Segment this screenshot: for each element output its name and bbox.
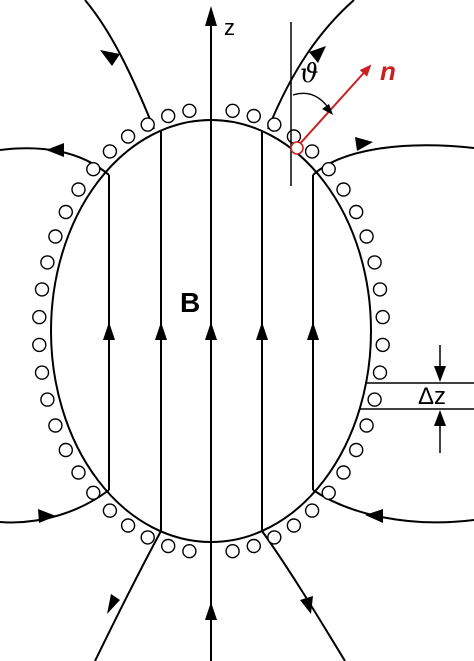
winding-circle xyxy=(120,129,136,144)
field-line-top-left xyxy=(84,0,155,130)
angle-arc-arrowhead xyxy=(322,104,333,115)
winding-circle xyxy=(34,282,50,297)
winding-circle xyxy=(86,161,101,177)
angle-label: ϑ xyxy=(300,59,319,89)
winding-circle xyxy=(102,144,118,159)
winding-circle xyxy=(32,309,47,325)
field-line-lower-right xyxy=(312,489,474,524)
winding-circle xyxy=(246,538,262,554)
arrowhead-top-right xyxy=(309,46,326,63)
z-axis-bottom-arrowhead xyxy=(205,602,217,620)
winding-circle xyxy=(367,255,382,270)
winding-circle xyxy=(321,485,336,500)
winding-circle xyxy=(375,337,390,353)
winding-circle xyxy=(160,538,176,554)
arrowhead-bottom-left xyxy=(107,594,120,614)
z-axis-label: z xyxy=(224,15,235,40)
normal-label: n xyxy=(380,56,396,86)
winding-circle xyxy=(304,503,320,518)
winding-circle xyxy=(336,182,351,197)
winding-circle xyxy=(286,518,302,533)
winding-circle xyxy=(225,103,240,119)
winding-circle xyxy=(359,418,374,433)
normal-origin-winding xyxy=(290,141,304,155)
winding-circle xyxy=(359,229,374,244)
winding-circle xyxy=(48,229,63,244)
arrowhead-upper-right xyxy=(355,137,373,151)
winding-circle xyxy=(102,503,118,518)
winding-circle xyxy=(286,129,302,144)
field-line-bottom-left xyxy=(94,530,162,661)
field-line-bottom-right xyxy=(261,530,346,661)
winding-circle xyxy=(140,530,155,545)
internal-arrowheads xyxy=(103,322,319,340)
arrowhead-x313 xyxy=(307,322,319,340)
winding-circle xyxy=(304,144,320,159)
arrowhead-x262 xyxy=(256,322,268,340)
arrowhead-x109 xyxy=(103,322,115,340)
winding-circle xyxy=(336,465,351,480)
winding-circle xyxy=(267,530,282,545)
external-arrowheads xyxy=(38,46,383,614)
winding-circle xyxy=(58,442,74,458)
winding-circle xyxy=(34,365,50,380)
coil-windings xyxy=(32,103,390,559)
winding-circle xyxy=(71,465,86,480)
arrowhead-lower-right xyxy=(365,509,383,523)
winding-circle xyxy=(267,117,282,132)
winding-circle xyxy=(225,544,240,559)
winding-circle xyxy=(140,117,155,132)
arrowhead-bottom-right xyxy=(300,596,313,614)
field-line-upper-right xyxy=(312,144,474,176)
arrowhead-upper-left xyxy=(46,143,64,157)
dz-lower-arrowhead xyxy=(434,410,446,426)
winding-circle xyxy=(372,365,388,380)
winding-circle xyxy=(182,103,197,119)
winding-circle xyxy=(321,161,336,177)
winding-circle xyxy=(120,518,136,533)
winding-circle xyxy=(58,204,74,220)
winding-circle xyxy=(367,392,382,407)
winding-circle xyxy=(349,204,364,220)
field-label: B xyxy=(180,287,200,318)
dz-label: Δz xyxy=(418,383,446,410)
winding-circle xyxy=(372,282,388,297)
winding-circle xyxy=(48,418,63,433)
field-line-top-right xyxy=(267,0,355,130)
winding-circle xyxy=(40,392,55,407)
arrowhead-top-left xyxy=(100,50,120,66)
dz-upper-arrowhead xyxy=(434,366,446,382)
winding-circle xyxy=(246,108,262,124)
winding-circle xyxy=(182,544,197,559)
winding-circle xyxy=(160,108,176,124)
winding-circle xyxy=(71,182,86,197)
arrowhead-x161 xyxy=(155,322,167,340)
z-axis-arrowhead xyxy=(205,6,217,26)
winding-circle xyxy=(32,337,47,353)
winding-circle xyxy=(86,485,101,500)
winding-circle xyxy=(349,442,364,458)
arrowhead-lower-left xyxy=(38,509,56,523)
winding-circle xyxy=(40,255,55,270)
winding-circle xyxy=(375,309,390,325)
normal-vector xyxy=(296,64,372,148)
